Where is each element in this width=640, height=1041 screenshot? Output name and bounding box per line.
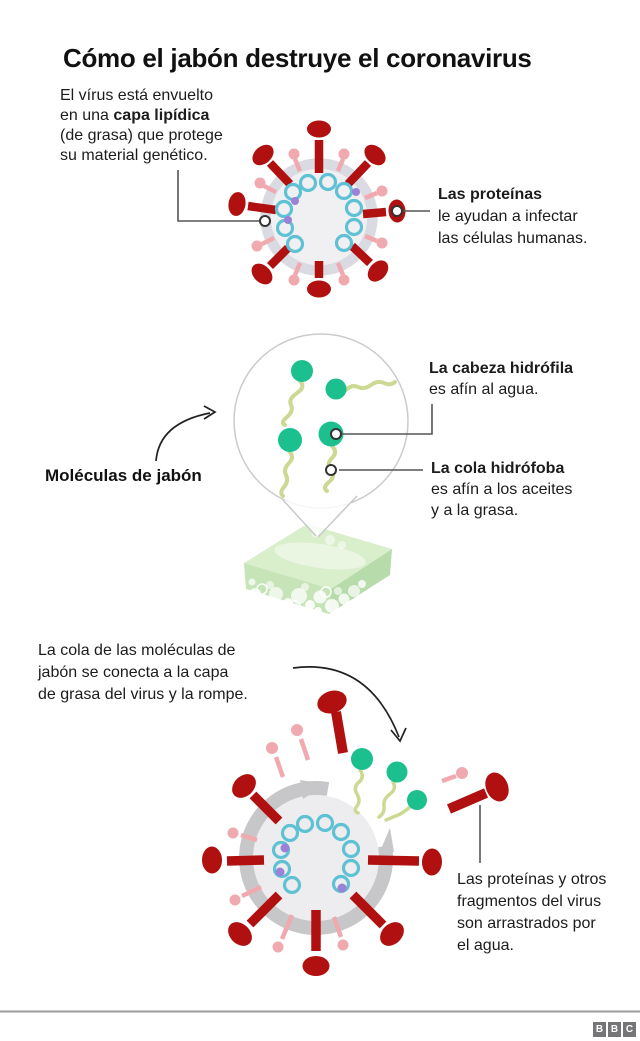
proteins-description: le ayudan a infectar las células humanas… bbox=[438, 208, 588, 247]
hydrophilic-head-description: es afín al agua. bbox=[429, 381, 539, 398]
page-title: Cómo el jabón destruye el coronavirus bbox=[63, 43, 532, 74]
hydrophobic-tail-term: La cola hidrófoba bbox=[431, 460, 565, 477]
washed-away-text: Las proteínas y otros fragmentos del vir… bbox=[457, 871, 607, 954]
leader-line-head bbox=[340, 404, 433, 435]
proteins-label: Las proteínas le ayudan a infectar las c… bbox=[438, 184, 587, 250]
curved-arrow-lens bbox=[155, 405, 217, 462]
virus-description-pre: El vírus está envuelto en una bbox=[60, 87, 213, 124]
membrane-proteins bbox=[251, 148, 388, 286]
bbc-logo-block: B bbox=[593, 1022, 606, 1037]
soap-bar-illustration bbox=[244, 524, 392, 615]
spike-proteins-broken bbox=[201, 774, 443, 976]
leader-line-lipid bbox=[177, 170, 259, 222]
spike-proteins bbox=[228, 120, 406, 298]
intact-virus-illustration bbox=[228, 120, 406, 298]
bbc-logo-block: C bbox=[623, 1022, 636, 1037]
attacking-soap-molecules bbox=[351, 748, 427, 822]
callout-marker-head bbox=[330, 428, 342, 440]
hydrophilic-head-term: La cabeza hidrófila bbox=[429, 360, 574, 377]
soap-molecules-label: Moléculas de jabón bbox=[45, 466, 202, 485]
lipid-layer-term: capa lipídica bbox=[113, 107, 210, 124]
curved-arrow-virus bbox=[292, 666, 407, 743]
magnifier-lens bbox=[233, 333, 409, 509]
membrane-proteins-broken bbox=[227, 827, 349, 953]
soap-foam bbox=[248, 530, 366, 615]
callout-marker-tail bbox=[325, 464, 337, 476]
rna-proteins bbox=[284, 188, 360, 224]
soap-action-text: La cola de las moléculas de jabón se con… bbox=[38, 642, 248, 703]
magnifier-funnel bbox=[282, 495, 358, 538]
bbc-logo: B B C bbox=[593, 1022, 636, 1037]
proteins-term: Las proteínas bbox=[438, 186, 543, 203]
rna-coil-broken bbox=[271, 813, 361, 895]
rna-coil bbox=[274, 172, 364, 254]
callout-marker-lipid bbox=[259, 215, 271, 227]
broken-virus-illustration bbox=[201, 774, 443, 976]
hydrophilic-head-label: La cabeza hidrófila es afín al agua. bbox=[429, 358, 573, 400]
virus-description-text: El vírus está envuelto en una capa lipíd… bbox=[60, 86, 223, 166]
bbc-logo-block: B bbox=[608, 1022, 621, 1037]
rna-proteins-broken bbox=[275, 843, 347, 893]
callout-marker-protein bbox=[391, 205, 403, 217]
hydrophobic-tail-label: La cola hidrófoba es afín a los aceites … bbox=[431, 458, 572, 521]
hydrophobic-tail-description: es afín a los aceites y a la grasa. bbox=[431, 481, 573, 519]
virus-description-post: (de grasa) que protege su material genét… bbox=[60, 127, 223, 164]
detached-spikes bbox=[266, 690, 509, 814]
